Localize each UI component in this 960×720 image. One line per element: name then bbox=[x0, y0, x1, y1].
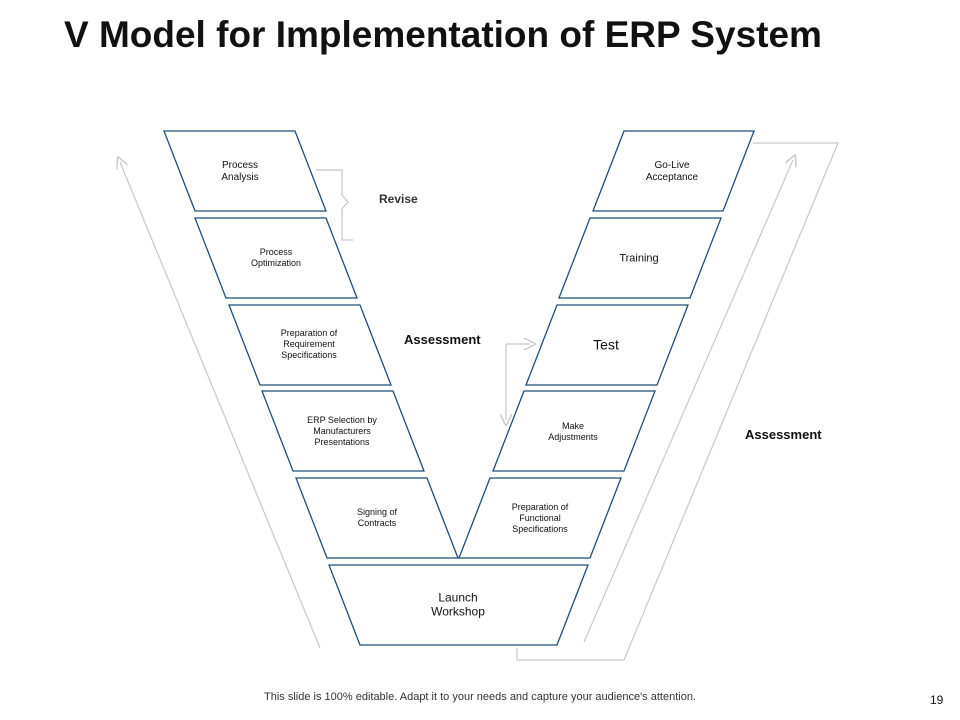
step-box-make-adjustments bbox=[492, 390, 656, 472]
step-box-process-analysis bbox=[163, 130, 327, 212]
revise-label: Revise bbox=[379, 192, 418, 206]
assessment-right-label: Assessment bbox=[745, 427, 822, 442]
step-label-training: Training bbox=[619, 252, 659, 265]
step-box-erp-selection bbox=[261, 390, 425, 472]
step-label-erp-selection: ERP Selection by Manufacturers Presentat… bbox=[307, 414, 377, 447]
footer-note: This slide is 100% editable. Adapt it to… bbox=[264, 691, 696, 703]
step-label-process-analysis: Process Analysis bbox=[221, 160, 259, 183]
step-box-go-live bbox=[592, 130, 755, 212]
step-box-training bbox=[558, 217, 722, 299]
slide-title: V Model for Implementation of ERP System bbox=[64, 14, 822, 55]
step-label-make-adjustments: Make Adjustments bbox=[548, 421, 598, 442]
step-label-launch-workshop: Launch Workshop bbox=[431, 590, 485, 619]
step-label-signing-contracts: Signing of Contracts bbox=[356, 507, 398, 528]
step-label-go-live: Go-Live Acceptance bbox=[645, 160, 699, 183]
assessment-center-label: Assessment bbox=[404, 332, 481, 347]
revise-bracket bbox=[316, 169, 353, 241]
left-progress-arrow bbox=[120, 162, 321, 649]
step-box-launch-workshop bbox=[328, 564, 589, 646]
step-label-test: Test bbox=[593, 336, 619, 353]
right-outer-loop-line bbox=[516, 142, 839, 661]
step-box-requirement-specs bbox=[228, 304, 392, 386]
step-box-functional-specs bbox=[458, 477, 622, 559]
step-box-test bbox=[525, 304, 689, 386]
right-inner-arrow bbox=[583, 160, 793, 643]
step-label-process-optimization: Process Optimization bbox=[250, 247, 302, 268]
step-box-signing-contracts bbox=[295, 477, 459, 559]
page-number: 19 bbox=[930, 693, 944, 707]
step-label-requirement-specs: Preparation of Requirement Specification… bbox=[280, 327, 338, 360]
step-label-functional-specs: Preparation of Functional Specifications bbox=[511, 501, 569, 534]
step-box-process-optimization bbox=[194, 217, 358, 299]
